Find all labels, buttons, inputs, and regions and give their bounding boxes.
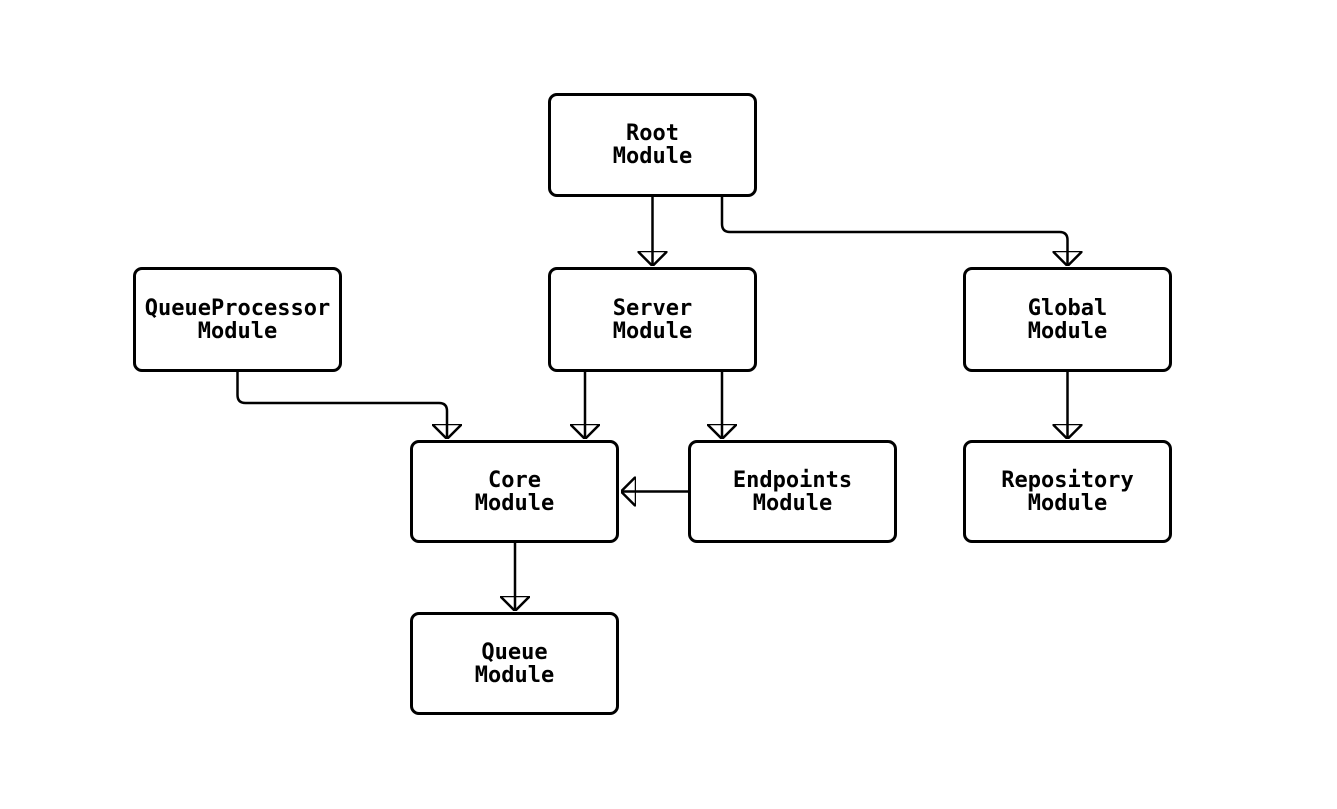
node-endpoints-module: Endpoints Module (688, 440, 897, 543)
node-label-line: Server (612, 295, 693, 321)
node-label-line: QueueProcessor (144, 295, 331, 321)
edge-root-to-global (720, 197, 1068, 266)
node-label-line: Module (1027, 490, 1108, 516)
node-label-line: Global (1027, 295, 1108, 321)
node-label-line: Module (1027, 318, 1108, 344)
node-queue-module: Queue Module (410, 612, 619, 715)
node-queueprocessor-module: QueueProcessor Module (133, 267, 342, 372)
node-server-module: Server Module (548, 267, 757, 372)
node-label-line: Repository (1001, 467, 1134, 493)
node-repository-module: Repository Module (963, 440, 1172, 543)
node-root-module: Root Module (548, 93, 757, 197)
edge-queueprocessor-to-core (236, 372, 448, 439)
node-label-line: Queue (481, 639, 548, 665)
node-label-line: Core (488, 467, 541, 493)
node-label-line: Module (612, 318, 693, 344)
node-label-line: Module (197, 318, 278, 344)
node-label-line: Module (752, 490, 833, 516)
node-core-module: Core Module (410, 440, 619, 543)
node-label-line: Module (612, 144, 693, 169)
node-global-module: Global Module (963, 267, 1172, 372)
node-label-line: Endpoints (732, 467, 853, 493)
node-label-line: Module (474, 490, 555, 516)
node-label-line: Root (626, 121, 679, 146)
node-label-line: Module (474, 662, 555, 688)
